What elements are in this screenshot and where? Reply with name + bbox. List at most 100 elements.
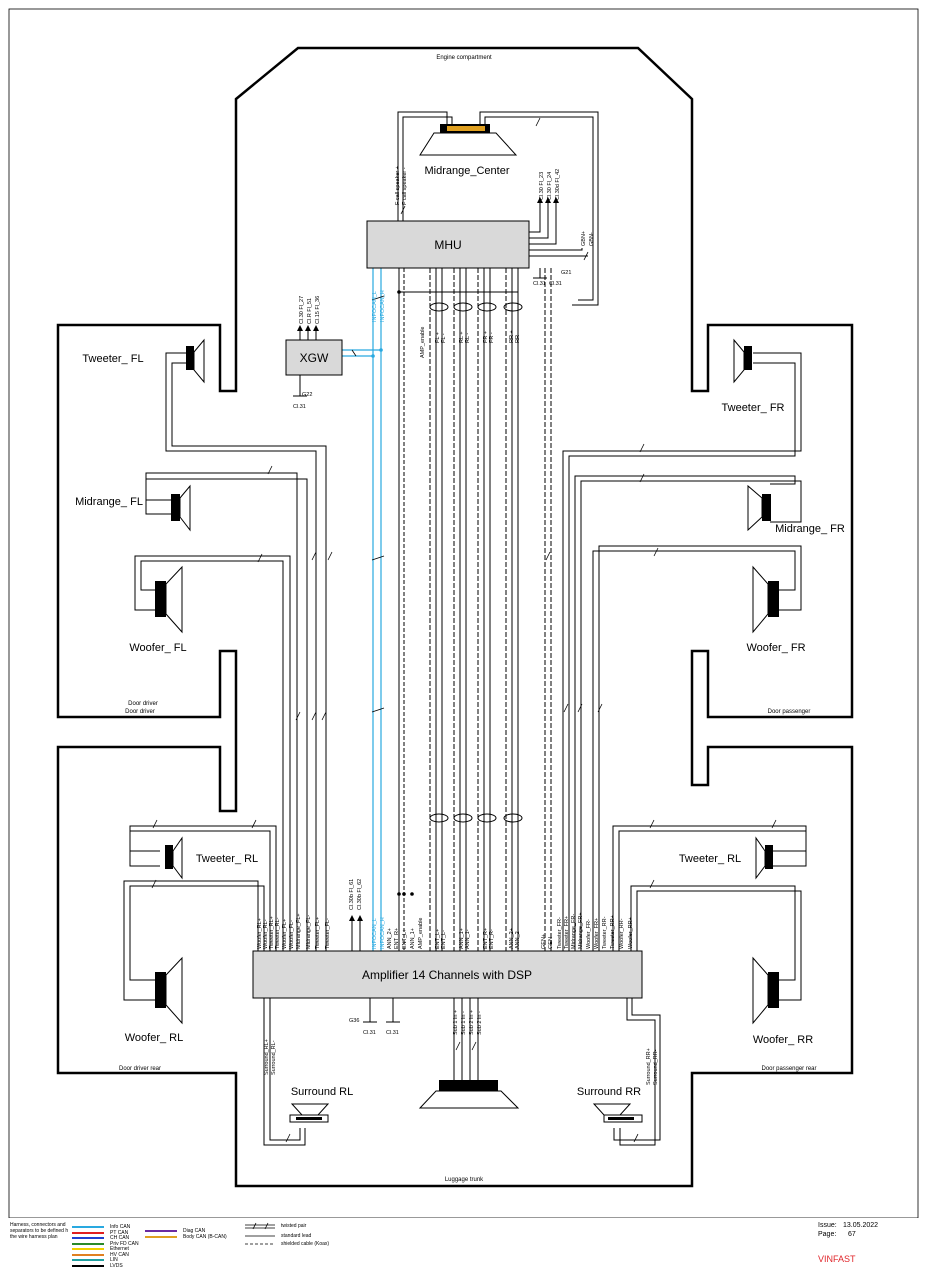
amplifier-label: Amplifier 14 Channels with DSP <box>362 968 532 982</box>
amp-pin-label: Woofer_FR+ <box>594 918 600 949</box>
midrange-fr-speaker-icon <box>747 484 771 532</box>
tweeter-rl-speaker-icon <box>165 836 183 880</box>
amp-pin-label: Midrange_FL+ <box>296 913 302 949</box>
amp-pin-label: ANN_2+ <box>387 928 393 949</box>
legend-swatch <box>72 1248 104 1250</box>
legend-swatch <box>72 1226 104 1228</box>
legend-footer: Harness, connectors and separators to be… <box>0 1218 928 1286</box>
cl31-amp-a-label: Cl.31 <box>363 1030 376 1036</box>
tweeter-fl-label: Tweeter_ FL <box>82 353 143 365</box>
xgw-power-3-label: Cl.15 Fl_36 <box>315 296 321 324</box>
page-number: 67 <box>848 1231 856 1238</box>
sub1-pos-label: Sub 1 In + <box>453 1010 459 1035</box>
legend-item: PT CAN <box>72 1230 152 1236</box>
legend-swatch <box>72 1253 104 1256</box>
legend-label: Body CAN (B-CAN) <box>183 1233 227 1240</box>
twisted-pair-markers <box>151 117 777 1143</box>
amp-pin-label: ANN_2+ <box>509 928 515 949</box>
fr-pos-label: FR + <box>483 331 489 343</box>
xgw-box <box>285 339 343 376</box>
midrange-fr-label: Midrange_ FR <box>775 523 845 535</box>
zone-door-passenger-rear-label: Door passenger rear <box>761 1066 816 1072</box>
amp-pin-label: Woofer_FL- <box>289 920 295 949</box>
amp-pin-label: Woofer_FR- <box>586 919 592 949</box>
woofer-rl-label: Woofer_ RL <box>125 1032 184 1044</box>
surround-rr-neg-label: Surround_RR- <box>653 1049 659 1085</box>
amp-pin-label: ENT_L+ <box>402 929 408 949</box>
tweeter-rr-speaker-icon <box>755 836 773 880</box>
woofer-fl-label: Woofer_ FL <box>129 642 186 654</box>
amp-pin-label: Tweeter_RL- <box>275 917 281 949</box>
legend-swatch <box>145 1235 177 1238</box>
midrange-fl-label: Midrange_ FL <box>75 496 143 508</box>
gbn-pos-label: GBN+ <box>581 231 587 246</box>
zone-door-driver-label: Door driver <box>128 701 158 707</box>
tweeter-rr-label: Tweeter_ RL <box>679 853 741 865</box>
amplifier-box <box>252 950 643 999</box>
cl31-b-label: Cl.31 <box>549 281 562 287</box>
rr-neg-label: RR - <box>515 332 521 343</box>
legend-item: HV CAN <box>72 1252 152 1258</box>
harness-note: Harness, connectors and separators to be… <box>10 1222 69 1240</box>
woofer-fl-speaker-icon <box>155 565 183 634</box>
legend-label: Priv FD CAN <box>110 1240 139 1247</box>
sub1-neg-label: Sub 1 In - <box>461 1011 467 1035</box>
legend-swatch <box>72 1264 104 1267</box>
amp-pin-label: Midrange_FL- <box>306 915 312 949</box>
zone-engine-label: Engine compartment <box>436 55 492 61</box>
fl-neg-label: FL - <box>441 333 447 343</box>
legend-swatch <box>72 1231 104 1234</box>
xgw-label: XGW <box>300 351 329 365</box>
can-junction-dots <box>371 348 383 358</box>
woofer-fr-speaker-icon <box>752 565 779 634</box>
legend-label: LVDS <box>110 1262 123 1269</box>
midrange-center-speaker-icon <box>419 124 518 156</box>
amp-pin-label: ANN_1+ <box>410 928 416 949</box>
line-type-twisted: twisted pair <box>281 1223 307 1229</box>
shield-markers <box>429 302 523 823</box>
issue-label: Issue: <box>818 1222 837 1229</box>
amp-enable-label: AMP_enable <box>420 327 426 359</box>
wiring-diagram: Engine compartment Luggage trunk Door dr… <box>8 8 919 1218</box>
cl31-a-label: Cl.31 <box>533 281 546 287</box>
woofer-fr-label: Woofer_ FR <box>746 642 805 654</box>
amp-pin-label: ANN_2- <box>515 929 521 949</box>
tweeter-fr-label: Tweeter_ FR <box>722 402 785 414</box>
amp-power-2-label: Cl.30b Fl_62 <box>357 879 363 910</box>
midrange-center-label: Midrange_Center <box>425 165 510 177</box>
tweeter-fl-speaker-icon <box>186 338 205 384</box>
legend-label: CH CAN <box>110 1235 130 1241</box>
zone-door-passenger-label: Door passenger <box>768 709 811 715</box>
surround-rl-speaker-icon <box>289 1103 330 1123</box>
amp-pin-label: Woofer_RR+ <box>628 917 634 949</box>
rr-pos-label: RR + <box>509 330 515 343</box>
wire-harness <box>123 111 807 1146</box>
amp-pin-label: ENT_R+ <box>394 928 400 949</box>
woofer-rr-speaker-icon <box>752 956 779 1025</box>
surround-rl-neg-label: Surround_RL- <box>271 1040 277 1075</box>
amp-pin-label: GEN+ <box>541 934 547 949</box>
info-can-wires <box>342 268 382 951</box>
subwoofer-speaker-icon <box>418 1080 520 1109</box>
amp-pin-label: Tweeter_FR- <box>557 917 563 949</box>
gbn-neg-label: GBN- <box>589 232 595 246</box>
zone-trunk-label: Luggage trunk <box>445 1177 484 1183</box>
vehicle-outline <box>56 46 854 1188</box>
legend-label: LIN <box>110 1257 118 1263</box>
legend-label: PT CAN <box>110 1229 129 1236</box>
xgw-power-2-label: Cl.R Fl_51 <box>307 298 313 324</box>
mhu-power-1-label: Cl.30 Fl_23 <box>539 172 545 200</box>
fl-pos-label: FL + <box>435 332 441 343</box>
tweeter-fr-speaker-icon <box>733 338 752 384</box>
amp-pin-label: Tweeter_RR+ <box>610 915 616 949</box>
junction-dots <box>397 290 414 896</box>
legend-item: Info CAN <box>72 1224 152 1230</box>
fcall-pos-label: F call speaker + <box>395 166 401 205</box>
amp-pin-label: Tweeter_RL+ <box>269 916 275 949</box>
mhu-label: MHU <box>434 238 461 252</box>
amp-pin-label: ENT_R- <box>489 929 495 949</box>
g21-label: G21 <box>561 270 571 276</box>
amp-pin-label: Midrange_FR+ <box>578 912 584 949</box>
rl-pos-label: RL + <box>459 331 465 343</box>
